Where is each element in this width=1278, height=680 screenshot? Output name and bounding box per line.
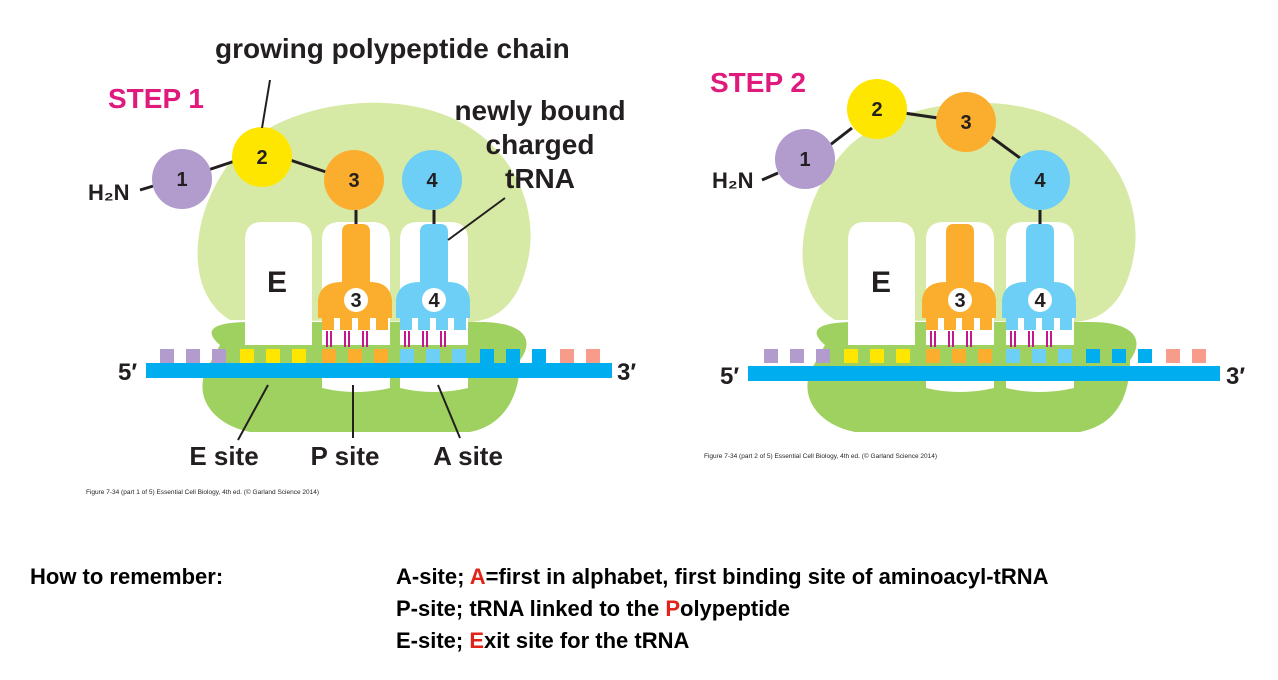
- a-site-label: A site: [433, 441, 503, 471]
- e-site-pointer: [237, 384, 269, 441]
- residue-2-label: 2: [871, 99, 882, 121]
- residue-4-label: 4: [426, 170, 438, 192]
- polypeptide-bonds-step2: [761, 111, 1042, 224]
- five-prime-label: 5′: [118, 359, 137, 386]
- mnemonic-p-letter: P: [665, 596, 680, 621]
- mnemonic-a-site: A-site; A=first in alphabet, first bindi…: [396, 564, 1049, 590]
- mnemonic-a-letter: A: [469, 564, 486, 589]
- amino-terminus: H₂N: [712, 168, 754, 193]
- mnemonic-e-letter: E: [469, 628, 485, 653]
- residue-4: [402, 150, 462, 210]
- e-site-letter: E: [871, 266, 891, 299]
- figure-caption-step1: Figure 7-34 (part 1 of 5) Essential Cell…: [86, 488, 319, 496]
- residue-1-label: 1: [799, 149, 810, 171]
- mrna-strand-step2: [748, 366, 1220, 381]
- a-site-pointer: [437, 384, 461, 439]
- growing-chain-pointer: [261, 79, 271, 129]
- anticodon-p: [926, 316, 992, 330]
- residue-4: [1010, 150, 1070, 210]
- step1-title: STEP 1: [108, 83, 204, 114]
- base-pair-lines-step2: [930, 331, 1052, 347]
- p-site-label: P site: [311, 441, 380, 471]
- e-site-label: E site: [189, 441, 258, 471]
- step2-panel: E 3 4: [704, 67, 1245, 460]
- residue-2-label: 2: [256, 147, 267, 169]
- trna-a-number-bg: [1028, 288, 1052, 312]
- trna-p-number-bg: [344, 288, 368, 312]
- residue-4-label: 4: [1034, 170, 1046, 192]
- residue-1-label: 1: [176, 169, 187, 191]
- three-prime-label: 3′: [1226, 363, 1245, 390]
- residue-2: [847, 79, 907, 139]
- residue-1: [775, 129, 835, 189]
- step1-panel: E 3 4: [86, 33, 636, 496]
- step2-title: STEP 2: [710, 67, 806, 98]
- mrna-strand-step1: [146, 363, 612, 378]
- e-site-slot: [848, 222, 915, 345]
- trna-p-site: [922, 224, 996, 318]
- newly-bound-label-1: newly bound: [454, 95, 625, 126]
- p-site-groove: [322, 378, 390, 392]
- mnemonic-p-site: P-site; tRNA linked to the Polypeptide: [396, 596, 790, 622]
- trna-p-number: 3: [350, 290, 361, 312]
- residue-2: [232, 127, 292, 187]
- trna-p-site: [318, 224, 392, 318]
- newly-bound-label-2: charged: [486, 129, 595, 160]
- a-site-groove: [400, 378, 468, 392]
- mnemonic-e-site: E-site; Exit site for the tRNA: [396, 628, 689, 654]
- mnemonic-heading: How to remember:: [30, 564, 224, 589]
- mnemonic-p-post: olypeptide: [680, 596, 791, 621]
- trna-a-site: [1002, 224, 1076, 318]
- e-site-letter: E: [267, 266, 287, 299]
- residue-3-label: 3: [960, 112, 971, 134]
- growing-chain-label: growing polypeptide chain: [215, 33, 570, 64]
- mnemonic-a-post: =first in alphabet, first binding site o…: [485, 564, 1049, 589]
- mnemonic-a-pre: A-site;: [396, 564, 470, 589]
- three-prime-label: 3′: [617, 359, 636, 386]
- anticodon-a: [1006, 316, 1072, 330]
- e-site-slot: [245, 222, 312, 345]
- codons-step2: [764, 349, 1206, 363]
- trna-a-number: 4: [1034, 290, 1046, 312]
- residue-3-label: 3: [348, 170, 359, 192]
- mnemonic-e-post: xit site for the tRNA: [484, 628, 690, 653]
- anticodon-a: [400, 316, 466, 330]
- p-site-groove: [926, 378, 994, 392]
- residue-3: [936, 92, 996, 152]
- mnemonic-e-pre: E-site;: [396, 628, 470, 653]
- a-site-groove: [1006, 378, 1074, 392]
- newly-bound-pointer: [447, 197, 506, 241]
- base-pair-lines-step1: [326, 331, 446, 347]
- amino-terminus: H₂N: [88, 180, 130, 205]
- trna-a-number: 4: [428, 290, 440, 312]
- trna-a-site: [396, 224, 470, 318]
- trna-p-number-bg: [948, 288, 972, 312]
- figure-caption-step2: Figure 7-34 (part 2 of 5) Essential Cell…: [704, 452, 937, 460]
- codons-step1: [160, 349, 600, 363]
- mnemonic-p-pre: P-site; tRNA linked to the: [396, 596, 666, 621]
- newly-bound-label-3: tRNA: [505, 163, 575, 194]
- trna-p-number: 3: [954, 290, 965, 312]
- trna-a-number-bg: [422, 288, 446, 312]
- residue-3: [324, 150, 384, 210]
- five-prime-label: 5′: [720, 363, 739, 390]
- residue-1: [152, 149, 212, 209]
- anticodon-p: [322, 316, 388, 330]
